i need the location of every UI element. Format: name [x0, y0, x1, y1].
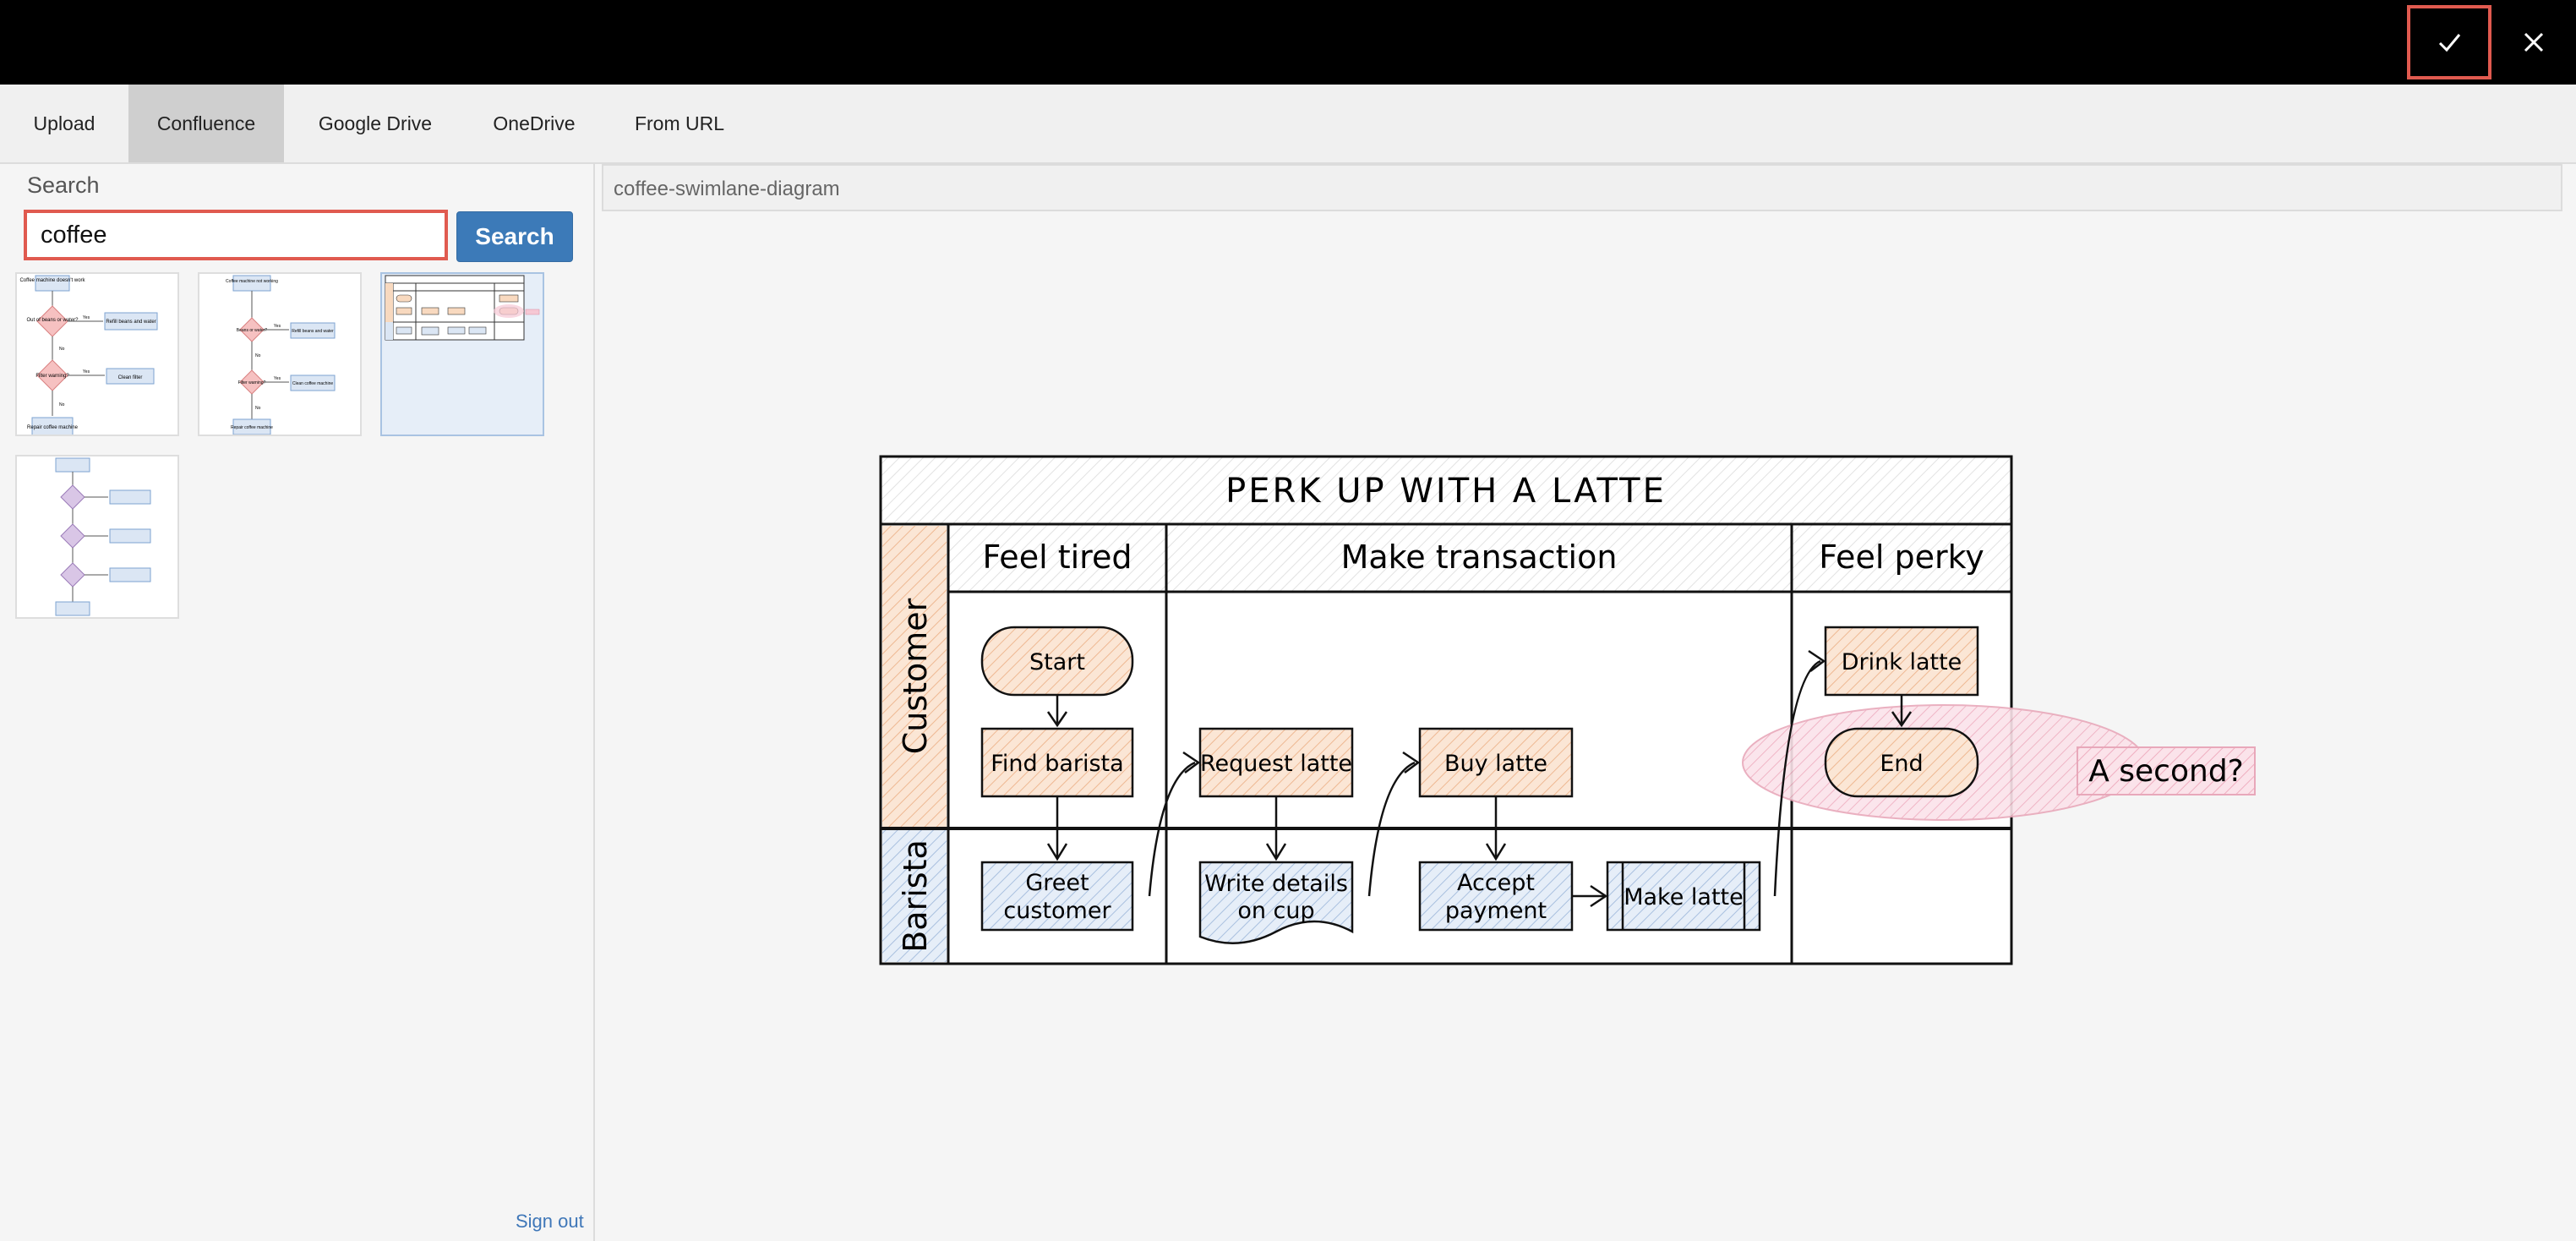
step-drink-latte [1824, 626, 1979, 697]
thumb-label: Refill beans and water [106, 320, 156, 325]
thumb-coffee-machine-flowchart[interactable]: Coffee machine doesn't work Out of beans… [15, 272, 179, 436]
tab-onedrive[interactable]: OneDrive [493, 112, 576, 134]
file-title-field: coffee-swimlane-diagram [602, 164, 2562, 211]
step-accept-label-2: payment [1445, 898, 1547, 924]
search-button[interactable]: Search [456, 211, 573, 262]
thumb-label: Yes [274, 376, 281, 381]
tab-confluence[interactable]: Confluence [128, 85, 284, 162]
step-make-latte [1606, 861, 1761, 932]
search-input[interactable] [24, 210, 448, 260]
step-end [1824, 727, 1979, 798]
thumb-coffee-flowchart-purple[interactable] [15, 455, 179, 619]
search-sidebar: Search Search Coffee machine doesn't wor… [0, 164, 595, 1241]
phase-feel-tired: Feel tired [983, 538, 1132, 576]
swimlane-diagram: PERK UP WITH A LATTE Feel tired Make tra… [879, 455, 2256, 965]
thumb-label: Clean coffee machine [292, 381, 333, 386]
tab-from-url[interactable]: From URL [634, 112, 725, 134]
thumb-label: No [255, 406, 261, 411]
thumb-label: Coffee machine not working [226, 279, 278, 284]
thumb-coffee-swimlane-diagram[interactable] [380, 272, 544, 436]
close-icon [2524, 32, 2544, 52]
connectors [1046, 649, 1913, 908]
lane-header-barista [882, 830, 947, 962]
step-buy-latte [1418, 727, 1574, 798]
step-greet-label-1: Greet [1025, 870, 1089, 896]
thumb-label: No [59, 347, 65, 352]
thumb-label: Out of beans or water? [26, 318, 79, 323]
thumb-label: Beans or water? [237, 328, 268, 333]
thumb-label: No [255, 353, 261, 358]
step-write-label-1: Write details [1204, 871, 1348, 897]
lane-customer: Customer [897, 598, 934, 754]
diagram-title: PERK UP WITH A LATTE [1225, 472, 1667, 511]
step-request-latte-label: Request latte [1200, 751, 1352, 777]
thumb-label: Repair coffee machine [231, 425, 273, 430]
thumb-label: Filter warning? [238, 380, 266, 385]
annotation-text: A second? [2088, 754, 2244, 789]
step-greet-customer [980, 861, 1134, 932]
check-icon [2438, 34, 2461, 52]
lane-barista: Barista [897, 839, 934, 953]
step-buy-latte-label: Buy latte [1444, 751, 1547, 777]
phase-make-transaction: Make transaction [1341, 538, 1618, 576]
thumb-label: Repair coffee machine [27, 425, 79, 430]
step-make-latte-label: Make latte [1624, 884, 1744, 910]
search-label: Search [27, 172, 100, 198]
thumb-label: Yes [83, 315, 90, 320]
diagram-title-box [879, 455, 2013, 526]
thumb-label: Yes [274, 324, 281, 329]
tab-upload[interactable]: Upload [33, 112, 96, 134]
diagram-preview: PERK UP WITH A LATTE Feel tired Make tra… [845, 440, 2282, 976]
step-find-barista-label: Find barista [991, 751, 1123, 777]
thumb-label: Filter warning? [35, 374, 69, 379]
swimlane-thumbnail [385, 275, 540, 341]
phase-header-row [947, 522, 2013, 593]
thumb-label: Refill beans and water [292, 329, 334, 334]
close-button[interactable] [2491, 5, 2576, 79]
phase-feel-perky: Feel perky [1819, 538, 1984, 576]
thumb-label: Yes [83, 369, 90, 374]
step-write-details [1198, 861, 1354, 944]
step-greet-label-2: customer [1003, 898, 1111, 924]
confirm-button[interactable] [2407, 5, 2491, 79]
tab-google-drive[interactable]: Google Drive [318, 112, 433, 134]
annotation-box [2077, 746, 2256, 795]
lane-header-customer [882, 526, 947, 827]
step-accept-label-1: Accept [1457, 870, 1535, 896]
thumb-label: No [59, 402, 65, 407]
step-find-barista [980, 727, 1134, 798]
source-tabs: Upload Confluence Google Drive OneDrive … [0, 85, 2576, 164]
step-write-label-2: on cup [1237, 898, 1314, 924]
thumb-label: Clean filter [118, 375, 143, 380]
flowchart-thumbnail: Coffee machine doesn't work Out of beans… [19, 275, 158, 435]
thumb-label: Coffee machine doesn't work [19, 278, 85, 283]
thumb-coffee-machine-flowchart-2[interactable]: Coffee machine not working Beans or wate… [198, 272, 362, 436]
step-end-label: End [1880, 751, 1923, 777]
flowchart-thumbnail: Coffee machine not working Beans or wate… [226, 275, 336, 435]
step-start-label: Start [1029, 649, 1085, 675]
top-bar [0, 0, 2576, 85]
flowchart-thumbnail [55, 457, 151, 616]
sign-out-link[interactable]: Sign out [516, 1211, 584, 1232]
step-drink-latte-label: Drink latte [1842, 649, 1962, 675]
